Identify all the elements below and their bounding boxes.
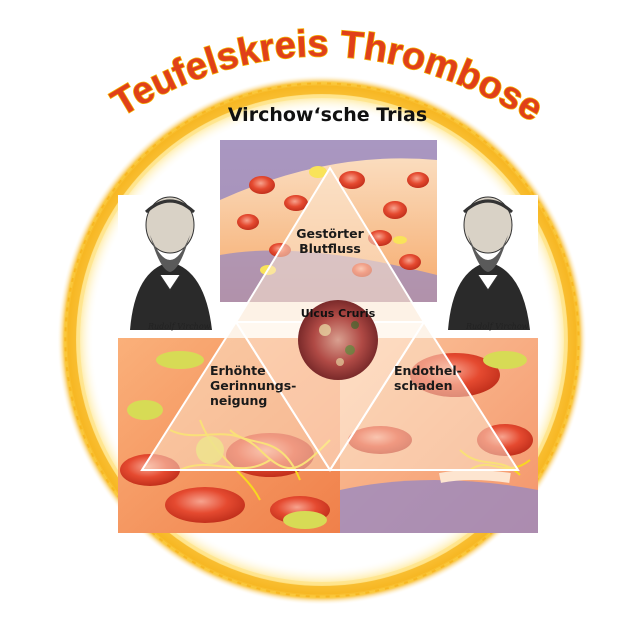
node-blood-flow-line1: Gestörter [270, 226, 390, 241]
node-coagulation-line2: Gerinnungs- [210, 378, 320, 393]
node-endothelial-line1: Endothel- [394, 363, 484, 378]
portrait-right-caption: Rudolf Virchow [466, 322, 529, 331]
node-blood-flow-line2: Blutfluss [270, 241, 390, 256]
node-coagulation-line1: Erhöhte [210, 363, 320, 378]
node-coagulation: Erhöhte Gerinnungs- neigung [210, 363, 320, 408]
node-endothelial: Endothel- schaden [394, 363, 484, 393]
portrait-left [118, 195, 218, 335]
subtitle: Virchow‘sche Trias [215, 103, 440, 127]
node-blood-flow: Gestörter Blutfluss [270, 226, 390, 256]
node-coagulation-line3: neigung [210, 393, 320, 408]
node-endothelial-line2: schaden [394, 378, 484, 393]
portrait-left-caption: Rudolf Virchow [148, 322, 211, 331]
portrait-right [438, 195, 538, 335]
node-ulcus: Ulcus Cruris [288, 306, 388, 321]
